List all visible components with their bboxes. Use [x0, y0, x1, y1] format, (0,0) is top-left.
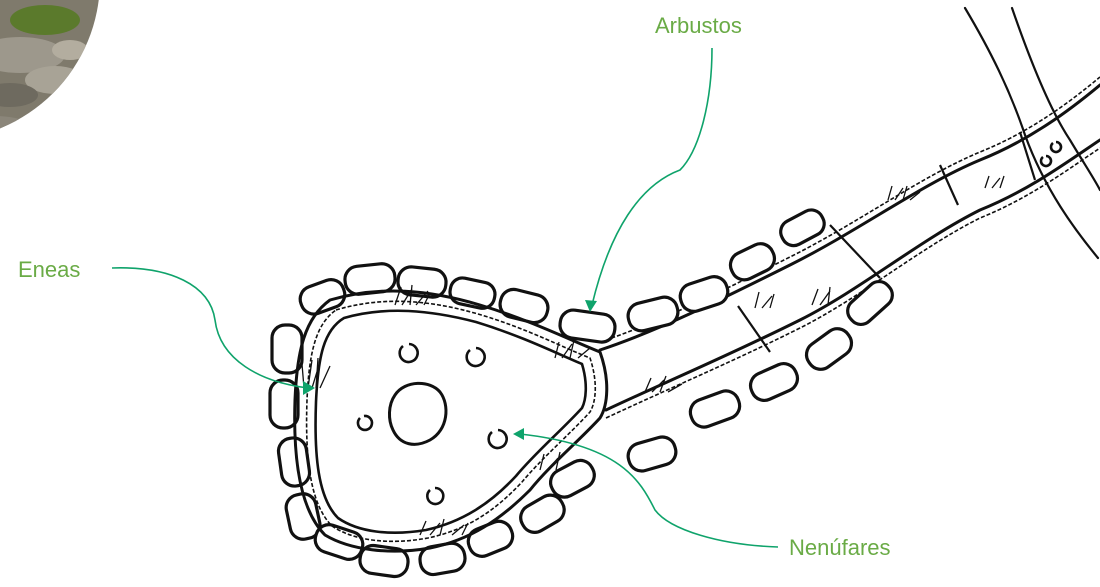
arrowhead-arbustos	[585, 300, 597, 312]
label-nenufares: Nenúfares	[789, 537, 891, 559]
label-eneas: Eneas	[18, 259, 80, 281]
reed-tufts	[302, 176, 1004, 535]
island	[389, 383, 446, 444]
water-lilies	[358, 142, 1061, 504]
shrub-ring	[270, 206, 897, 578]
arrowheads	[303, 300, 597, 440]
label-arbustos: Arbustos	[655, 15, 742, 37]
corner-photo	[0, 0, 110, 144]
arrowhead-nenufares	[513, 428, 524, 440]
stream-steps	[738, 132, 1035, 352]
leader-line-arbustos	[592, 48, 712, 305]
